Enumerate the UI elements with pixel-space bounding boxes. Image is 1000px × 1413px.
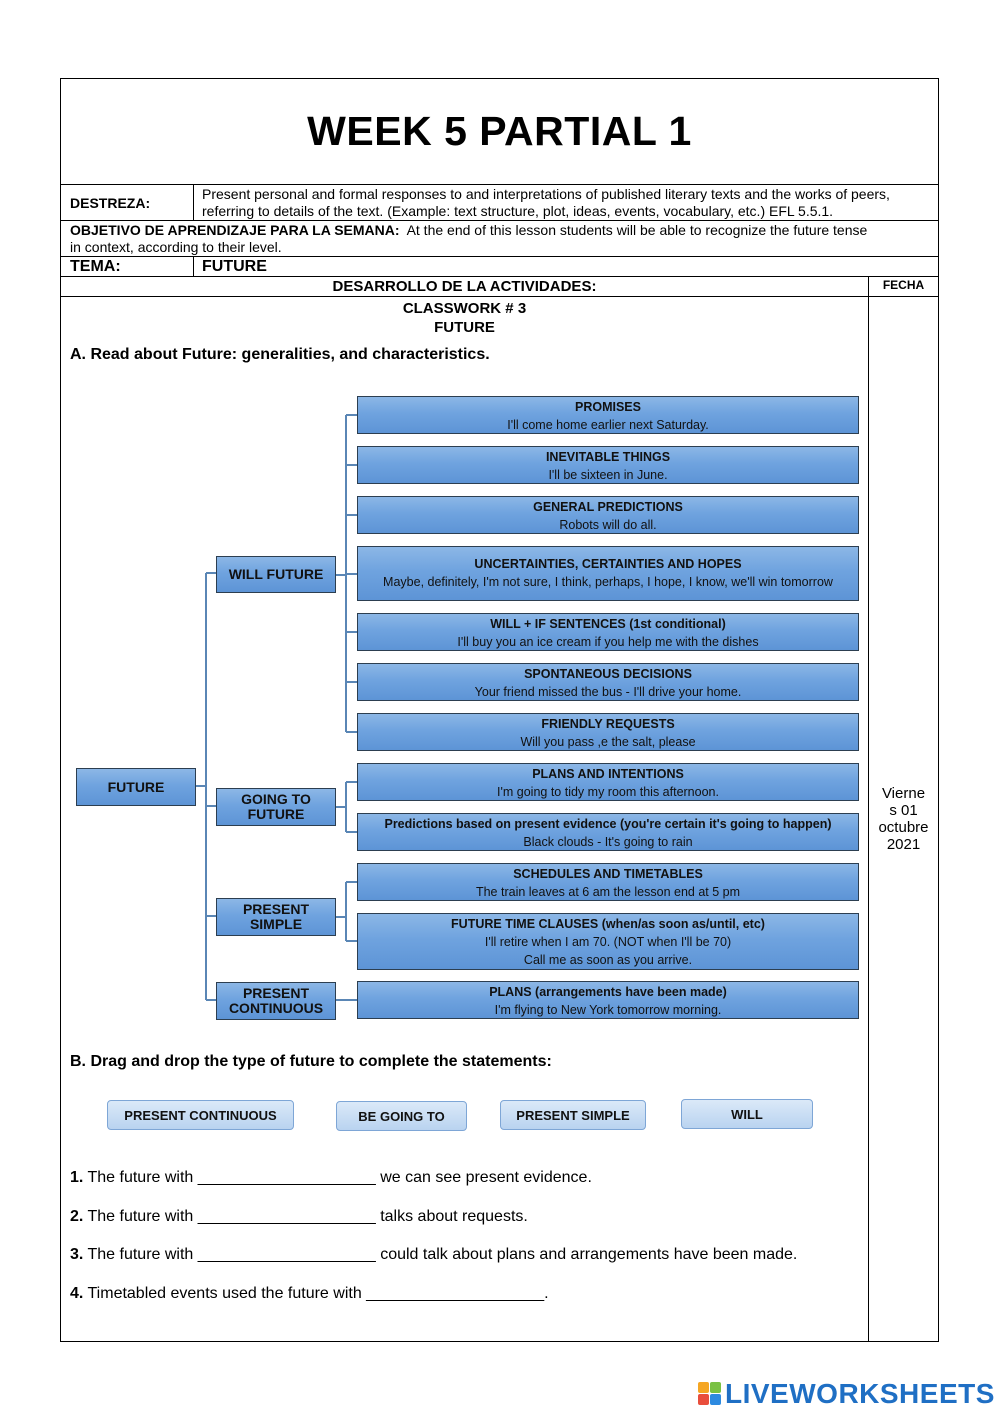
destreza-text: Present personal and formal responses to… [202, 186, 936, 220]
leaf-plans-arrangements: PLANS (arrangements have been made) I'm … [357, 981, 859, 1019]
leaf-example: I'll be sixteen in June. [548, 468, 668, 482]
leaf-example: I'll retire when I am 70. (NOT when I'll… [484, 935, 732, 949]
page-title: WEEK 5 PARTIAL 1 [307, 108, 692, 154]
tema-value: FUTURE [202, 258, 267, 275]
leaf-example: I'll come home earlier next Saturday. [507, 418, 709, 432]
leaf-example: Maybe, definitely, I'm not sure, I think… [383, 575, 833, 589]
leaf-predictions-evidence: Predictions based on present evidence (y… [357, 813, 859, 851]
classwork-subtitle: FUTURE [434, 319, 495, 336]
leaf-example-2: Call me as soon as you arrive. [523, 953, 693, 967]
leaf-title: Predictions based on present evidence (y… [384, 817, 832, 831]
question-2: 2. The future with ____________________ … [70, 1208, 528, 1226]
leaf-plans-intentions: PLANS AND INTENTIONS I'm going to tidy m… [357, 763, 859, 801]
leaf-example: Your friend missed the bus - I'll drive … [474, 685, 742, 699]
classwork-heading: CLASSWORK # 3 FUTURE [61, 299, 868, 337]
leaf-title: FRIENDLY REQUESTS [541, 717, 675, 731]
leaf-title: WILL + IF SENTENCES (1st conditional) [490, 617, 726, 631]
leaf-future-time-clauses: FUTURE TIME CLAUSES (when/as soon as/unt… [357, 913, 859, 970]
classwork-title: CLASSWORK # 3 [402, 300, 527, 317]
leaf-promises: PROMISES I'll come home earlier next Sat… [357, 396, 859, 434]
liveworksheets-logo: LIVEWORKSHEETS [698, 1378, 995, 1410]
leaf-example: Will you pass ,e the salt, please [520, 735, 696, 749]
fecha-label: FECHA [882, 278, 925, 292]
diagram-branch-present-simple: PRESENT SIMPLE [216, 898, 336, 936]
question-4: 4. Timetabled events used the future wit… [70, 1285, 549, 1303]
question-number: 3. [70, 1246, 84, 1263]
objetivo-line-2: in context, according to their level. [70, 239, 282, 255]
leaf-title: SPONTANEOUS DECISIONS [524, 667, 692, 681]
diagram-branch-will: WILL FUTURE [216, 556, 336, 593]
leaf-title: INEVITABLE THINGS [545, 450, 671, 464]
leaf-general-predictions: GENERAL PREDICTIONS Robots will do all. [357, 496, 859, 534]
answer-drop-zone[interactable]: ____________________ [197, 1208, 376, 1225]
answer-drop-zone[interactable]: ____________________ [197, 1246, 376, 1263]
section-a-heading: A. Read about Future: generalities, and … [70, 346, 490, 363]
objetivo-label: OBJETIVO DE APRENDIZAJE PARA LA SEMANA: [70, 222, 400, 238]
drag-chip-present-simple[interactable]: PRESENT SIMPLE [500, 1100, 646, 1130]
question-number: 1. [70, 1169, 84, 1186]
question-text: The future with [83, 1246, 198, 1263]
leaf-friendly-requests: FRIENDLY REQUESTS Will you pass ,e the s… [357, 713, 859, 751]
objetivo-line-1: At the end of this lesson students will … [406, 222, 868, 238]
tema-label: TEMA: [70, 258, 121, 275]
destreza-line-1: Present personal and formal responses to… [202, 186, 890, 202]
fecha-line-3: octubre [878, 819, 929, 836]
leaf-title: FUTURE TIME CLAUSES (when/as soon as/unt… [451, 917, 765, 931]
question-text: could talk about plans and arrangements … [375, 1246, 798, 1263]
leaf-schedules: SCHEDULES AND TIMETABLES The train leave… [357, 863, 859, 901]
question-text: . [544, 1285, 549, 1302]
question-text: The future with [83, 1208, 198, 1225]
leaf-title: PROMISES [575, 400, 641, 414]
question-number: 4. [70, 1285, 84, 1302]
diagram-root-future: FUTURE [76, 768, 196, 806]
drag-chip-be-going-to[interactable]: BE GOING TO [336, 1101, 467, 1131]
leaf-uncertainties: UNCERTAINTIES, CERTAINTIES AND HOPES May… [357, 546, 859, 601]
diagram-branch-going-to: GOING TO FUTURE [216, 788, 336, 826]
leaf-inevitable-things: INEVITABLE THINGS I'll be sixteen in Jun… [357, 446, 859, 484]
question-text: talks about requests. [375, 1208, 528, 1225]
leaf-example: Robots will do all. [559, 518, 657, 532]
question-number: 2. [70, 1208, 84, 1225]
fecha-line-4: 2021 [886, 836, 921, 853]
leaf-example: Black clouds - It's going to rain [523, 835, 693, 849]
answer-drop-zone[interactable]: ____________________ [197, 1169, 376, 1186]
desarrollo-label: DESARROLLO DE LA ACTIVIDADES: [332, 278, 597, 295]
leaf-example: I'm flying to New York tomorrow morning. [494, 1003, 722, 1017]
destreza-line-2: referring to details of the text. (Examp… [202, 203, 834, 219]
fecha-line-1: Vierne [881, 785, 926, 802]
leaf-title: PLANS AND INTENTIONS [532, 767, 684, 781]
fecha-value: Vierne s 01 octubre 2021 [869, 785, 938, 853]
answer-drop-zone[interactable]: ____________________ [366, 1285, 545, 1302]
question-3: 3. The future with ____________________ … [70, 1246, 797, 1264]
logo-grid-icon [698, 1382, 722, 1406]
leaf-title: PLANS (arrangements have been made) [489, 985, 727, 999]
leaf-title: SCHEDULES AND TIMETABLES [513, 867, 703, 881]
section-b-heading: B. Drag and drop the type of future to c… [70, 1053, 552, 1070]
logo-text: LIVEWORKSHEETS [725, 1378, 995, 1409]
leaf-title: UNCERTAINTIES, CERTAINTIES AND HOPES [474, 557, 742, 571]
leaf-will-if: WILL + IF SENTENCES (1st conditional) I'… [357, 613, 859, 651]
leaf-spontaneous-decisions: SPONTANEOUS DECISIONS Your friend missed… [357, 663, 859, 701]
diagram-branch-present-continuous: PRESENT CONTINUOUS [216, 982, 336, 1020]
leaf-example: I'll buy you an ice cream if you help me… [457, 635, 759, 649]
fecha-line-2: s 01 [889, 802, 918, 819]
question-text: we can see present evidence. [375, 1169, 592, 1186]
drag-chip-present-continuous[interactable]: PRESENT CONTINUOUS [107, 1100, 294, 1130]
destreza-label: DESTREZA: [70, 195, 151, 211]
leaf-title: GENERAL PREDICTIONS [533, 500, 683, 514]
objetivo-block: OBJETIVO DE APRENDIZAJE PARA LA SEMANA: … [70, 222, 936, 256]
question-text: The future with [83, 1169, 198, 1186]
drag-chip-will[interactable]: WILL [681, 1099, 813, 1129]
question-1: 1. The future with ____________________ … [70, 1169, 592, 1187]
question-text: Timetabled events used the future with [83, 1285, 367, 1302]
leaf-example: I'm going to tidy my room this afternoon… [497, 785, 719, 799]
leaf-example: The train leaves at 6 am the lesson end … [475, 885, 741, 899]
